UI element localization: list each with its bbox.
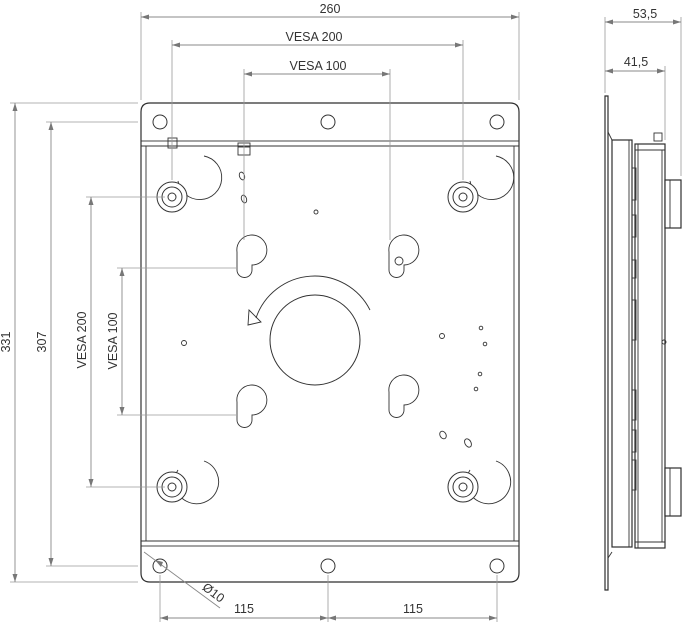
top-left-hole [152, 114, 168, 130]
inner-height-dimension-label: 307 [35, 332, 49, 353]
vesa200-corner-fittings [156, 155, 515, 505]
side-dimensions: 53,5 41,5 [604, 7, 682, 176]
vesa100-keyhole-slots [236, 234, 420, 428]
vesa100-horizontal-label: VESA 100 [290, 59, 347, 73]
spacing-left-label: 115 [234, 602, 254, 616]
center-cable-hole [269, 294, 361, 386]
top-center-hole [320, 114, 336, 130]
side-total-depth-label: 53,5 [633, 7, 657, 21]
front-view-plate [140, 102, 520, 583]
bottom-right-hole [489, 558, 505, 574]
front-dimensions: 260 VESA 200 VESA 100 331 307 [0, 2, 520, 622]
side-depth-label: 41,5 [624, 55, 648, 69]
bottom-center-hole [320, 558, 336, 574]
side-view [604, 95, 682, 591]
top-right-hole [489, 114, 505, 130]
vesa100-vertical-label: VESA 100 [106, 312, 120, 369]
spacing-right-label: 115 [403, 602, 423, 616]
vesa200-vertical-label: VESA 200 [75, 311, 89, 368]
height-dimension-label: 331 [0, 332, 13, 353]
width-dimension-label: 260 [320, 2, 341, 16]
hole-diameter-label: Ø10 [200, 580, 227, 605]
bottom-left-hole [152, 558, 168, 574]
vesa200-horizontal-label: VESA 200 [286, 30, 343, 44]
rotation-arrow [255, 275, 371, 319]
